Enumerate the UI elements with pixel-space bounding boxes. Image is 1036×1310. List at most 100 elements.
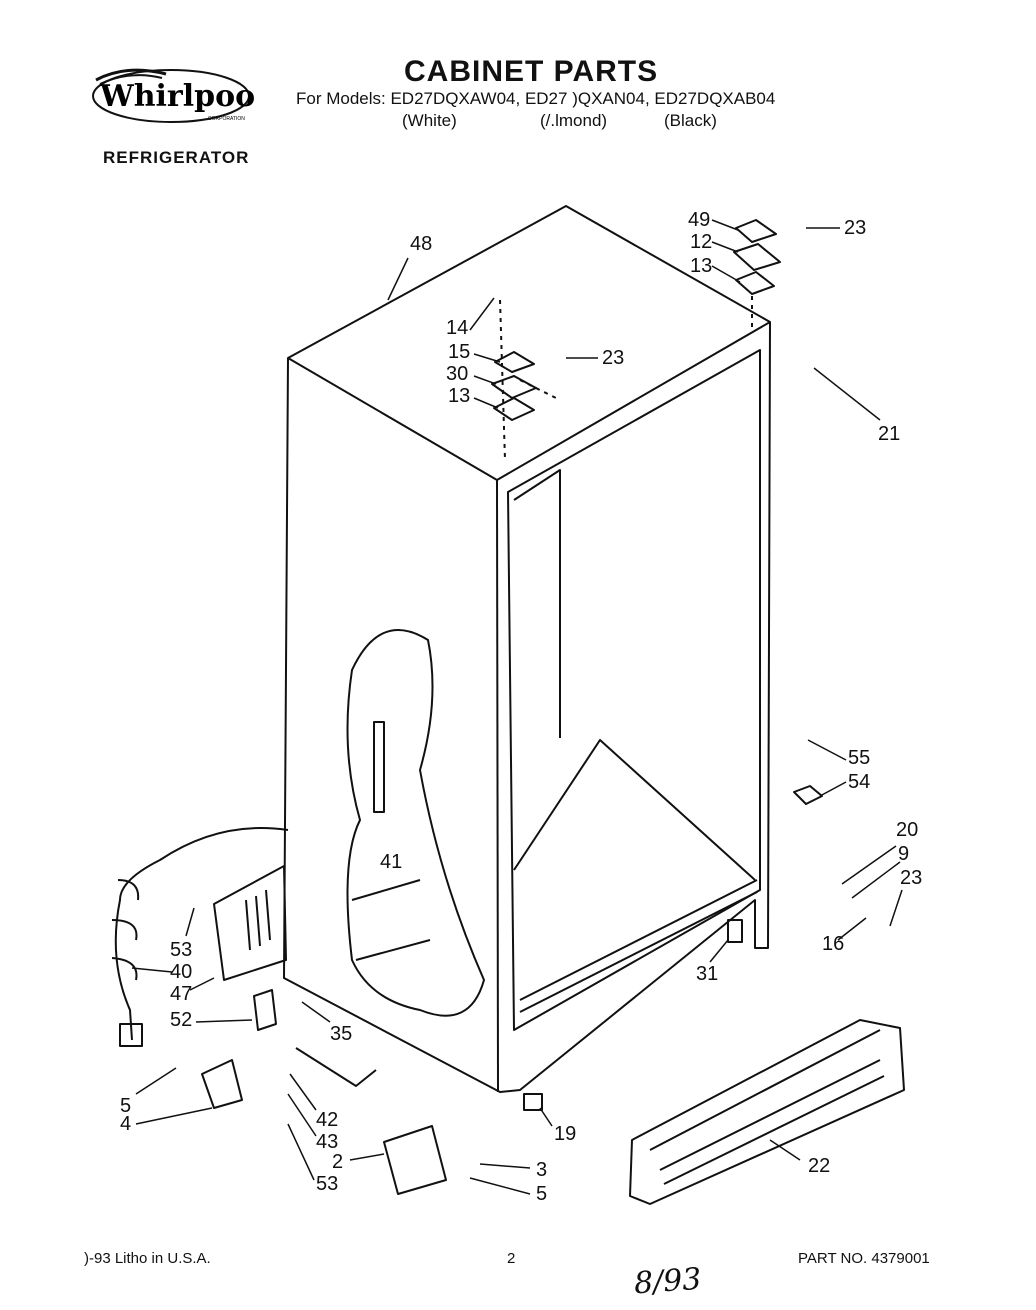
callout-23: 23: [900, 867, 922, 889]
bracket-54: [793, 785, 823, 805]
leader-13b: [473, 397, 499, 409]
brand-name: Whirlpool: [99, 79, 256, 114]
leader-53b: [287, 1123, 315, 1181]
cord-plug: [119, 1023, 143, 1047]
callout-4: 4: [120, 1113, 131, 1135]
cabinet-inner-floor: [519, 879, 758, 1013]
callout-53: 53: [170, 939, 192, 961]
callout-3: 3: [536, 1159, 547, 1181]
callout-2: 2: [332, 1151, 343, 1173]
callout-22: 22: [808, 1155, 830, 1177]
callout-14: 14: [446, 317, 468, 339]
callout-19: 19: [554, 1123, 576, 1145]
leader-23c: [889, 889, 903, 927]
callout-9: 9: [898, 843, 909, 865]
color-almond: (/.lmond): [540, 111, 608, 130]
toe-grille-slots: [659, 1059, 885, 1185]
leader-15: [473, 353, 501, 363]
callout-30: 30: [446, 363, 468, 385]
footer-part-number: PART NO. 4379001: [798, 1250, 930, 1267]
hinge-dashes: [499, 296, 753, 461]
leader-19: [539, 1107, 553, 1127]
top-hinge-left: [491, 351, 537, 421]
callout-40: 40: [170, 961, 192, 983]
leader-14: [469, 297, 495, 331]
models-line: For Models: ED27DQXAW04, ED27 )QXAN04, E…: [296, 89, 776, 108]
leader-35: [301, 1001, 331, 1023]
leader-4: [135, 1107, 213, 1125]
callout-31: 31: [696, 963, 718, 985]
leader-53a: [185, 907, 195, 937]
hinge-52: [253, 989, 277, 1031]
leader-55: [807, 739, 847, 761]
cabinet-inner-shelf: [513, 739, 756, 881]
leader-16: [837, 917, 867, 941]
leader-2: [349, 1153, 385, 1161]
footer-page-number: 2: [507, 1250, 516, 1267]
cutaway-floor-line: [351, 879, 431, 961]
leader-5b: [469, 1177, 531, 1195]
callout-13: 13: [448, 385, 470, 407]
leader-40: [131, 967, 173, 973]
callout-23: 23: [602, 347, 624, 369]
callout-5: 5: [120, 1095, 131, 1117]
callout-23: 23: [844, 217, 866, 239]
front-roller: [201, 1059, 243, 1109]
rear-roller: [383, 1125, 447, 1195]
callout-20: 20: [896, 819, 918, 841]
bracket-19: [523, 1093, 543, 1111]
leader-22: [769, 1139, 801, 1161]
callout-21: 21: [878, 423, 900, 445]
leader-47: [189, 977, 215, 991]
callout-5: 5: [536, 1183, 547, 1205]
color-white: (White): [402, 111, 457, 130]
leader-9: [851, 861, 901, 899]
leader-13a: [711, 265, 741, 283]
callout-54: 54: [848, 771, 870, 793]
callout-12: 12: [690, 231, 712, 253]
cabinet-top-front-edge: [287, 321, 771, 481]
callout-55: 55: [848, 747, 870, 769]
leader-48: [387, 257, 409, 301]
leader-20: [841, 845, 897, 885]
leader-42: [289, 1073, 317, 1111]
callout-42: 42: [316, 1109, 338, 1131]
callout-16: 16: [822, 933, 844, 955]
leader-31: [709, 939, 729, 963]
product-label: REFRIGERATOR: [103, 148, 250, 167]
callout-15: 15: [448, 341, 470, 363]
leader-52: [195, 1019, 253, 1023]
callout-52: 52: [170, 1009, 192, 1031]
top-hinge-right: [733, 219, 781, 295]
leader-30: [473, 375, 497, 385]
brand-corp: CORPORATION: [208, 116, 245, 122]
callout-53: 53: [316, 1173, 338, 1195]
callout-48: 48: [410, 233, 432, 255]
water-tube-42: [295, 1047, 377, 1087]
handwritten-date: 8/93: [632, 1261, 703, 1302]
callout-13: 13: [690, 255, 712, 277]
cabinet-inner-top: [513, 469, 561, 738]
leader-12: [711, 241, 739, 253]
cabinet-shell: [283, 205, 771, 1093]
cabinet-front-left-edge: [496, 479, 499, 1093]
callout-49: 49: [688, 209, 710, 231]
cabinet-front-frame: [507, 349, 761, 1031]
cabinet-cutaway: [346, 629, 485, 1017]
electrical-box-vents: [245, 889, 271, 951]
leader-5a: [135, 1067, 177, 1095]
color-black: (Black): [664, 111, 717, 130]
leader-49: [711, 219, 739, 231]
insulation-spring: [373, 721, 385, 813]
callout-41: 41: [380, 851, 402, 873]
whirlpool-logo: Whirlpool CORPORATION: [92, 68, 256, 123]
callout-47: 47: [170, 983, 192, 1005]
page-title: CABINET PARTS: [404, 55, 659, 88]
leader-3: [479, 1163, 531, 1169]
bracket-31: [727, 919, 743, 943]
toe-grille: [629, 1019, 905, 1205]
callout-35: 35: [330, 1023, 352, 1045]
power-cord: [111, 827, 289, 1041]
callout-43: 43: [316, 1131, 338, 1153]
